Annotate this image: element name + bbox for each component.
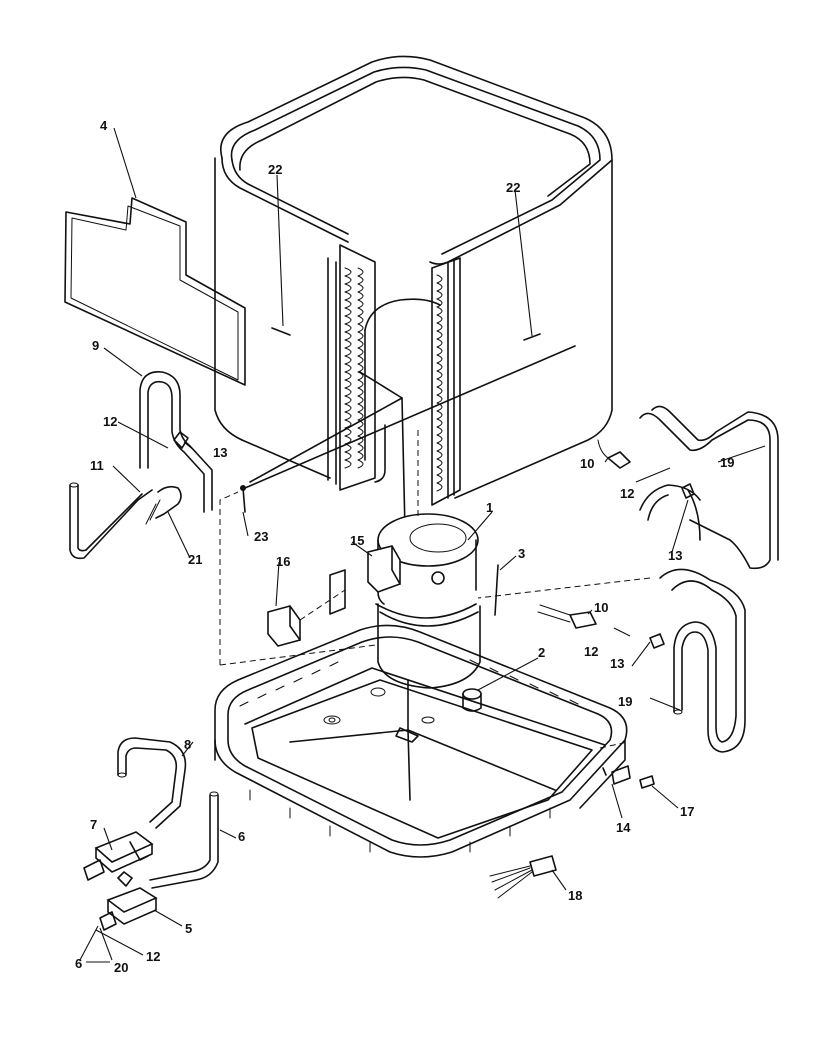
label-part-15: 15 — [350, 533, 364, 548]
label-part-16: 16 — [276, 554, 290, 569]
label-part-5: 5 — [185, 921, 192, 936]
label-part-2: 2 — [538, 645, 545, 660]
fitting-part-13-right-upper — [681, 483, 695, 499]
label-part-19-upper: 19 — [720, 455, 734, 470]
label-part-18: 18 — [568, 888, 582, 903]
fitting-part-14 — [602, 765, 631, 785]
label-part-10-upper: 10 — [580, 456, 594, 471]
panel-part-4 — [64, 197, 246, 386]
screw-part-23 — [240, 485, 246, 513]
screw-part-3 — [494, 564, 499, 616]
label-part-6-lower: 6 — [75, 956, 82, 971]
label-part-1: 1 — [486, 500, 493, 515]
label-part-9: 9 — [92, 338, 99, 353]
tube-part-19-lower — [639, 484, 746, 753]
fitting-part-13-left — [173, 431, 189, 449]
valve-part-7 — [83, 831, 154, 881]
label-part-17: 17 — [680, 804, 694, 819]
mounting-plate — [329, 569, 346, 615]
label-part-12-upper-right: 12 — [620, 486, 634, 501]
label-part-21: 21 — [188, 552, 202, 567]
base-pan — [214, 624, 628, 858]
fitting-part-13-right-lower — [649, 633, 665, 649]
label-part-19-lower: 19 — [618, 694, 632, 709]
left-coil-section — [327, 244, 386, 491]
label-part-6-upper: 6 — [238, 829, 245, 844]
valve-part-5 — [99, 871, 158, 931]
valve-part-10-upper — [597, 439, 631, 469]
label-part-14: 14 — [616, 820, 631, 835]
label-part-12-bottom: 12 — [146, 949, 160, 964]
cabinet-shell — [214, 55, 613, 531]
compressor-part-1 — [367, 513, 481, 689]
tube-part-6 — [149, 791, 219, 889]
label-part-13-lower-right: 13 — [610, 656, 624, 671]
valve-part-10-lower — [537, 604, 597, 629]
part-16-box — [267, 605, 301, 647]
label-part-10-lower: 10 — [594, 600, 608, 615]
fitting-part-17 — [639, 775, 655, 789]
label-part-4: 4 — [100, 118, 108, 133]
tube-part-8 — [117, 737, 187, 829]
label-part-23: 23 — [254, 529, 268, 544]
label-part-13-left: 13 — [213, 445, 227, 460]
tube-part-19-upper — [639, 405, 779, 570]
leader-lines — [79, 127, 766, 961]
wire-part-18 — [489, 855, 557, 899]
label-part-13-upper-right: 13 — [668, 548, 682, 563]
clip-part-22 — [271, 327, 541, 341]
tube-part-11 — [69, 482, 153, 560]
label-part-20: 20 — [114, 960, 128, 975]
label-part-11: 11 — [90, 458, 104, 473]
fitting-part-21 — [145, 485, 182, 525]
label-part-22-left: 22 — [268, 162, 282, 177]
right-coil-section — [431, 257, 461, 506]
label-part-12-left: 12 — [103, 414, 117, 429]
label-part-3: 3 — [518, 546, 525, 561]
label-part-7: 7 — [90, 817, 97, 832]
part-labels: 4 22 22 9 12 13 11 21 23 10 19 12 13 1 1… — [75, 118, 734, 975]
label-part-22-right: 22 — [506, 180, 520, 195]
label-part-8: 8 — [184, 737, 191, 752]
label-part-12-lower-right: 12 — [584, 644, 598, 659]
